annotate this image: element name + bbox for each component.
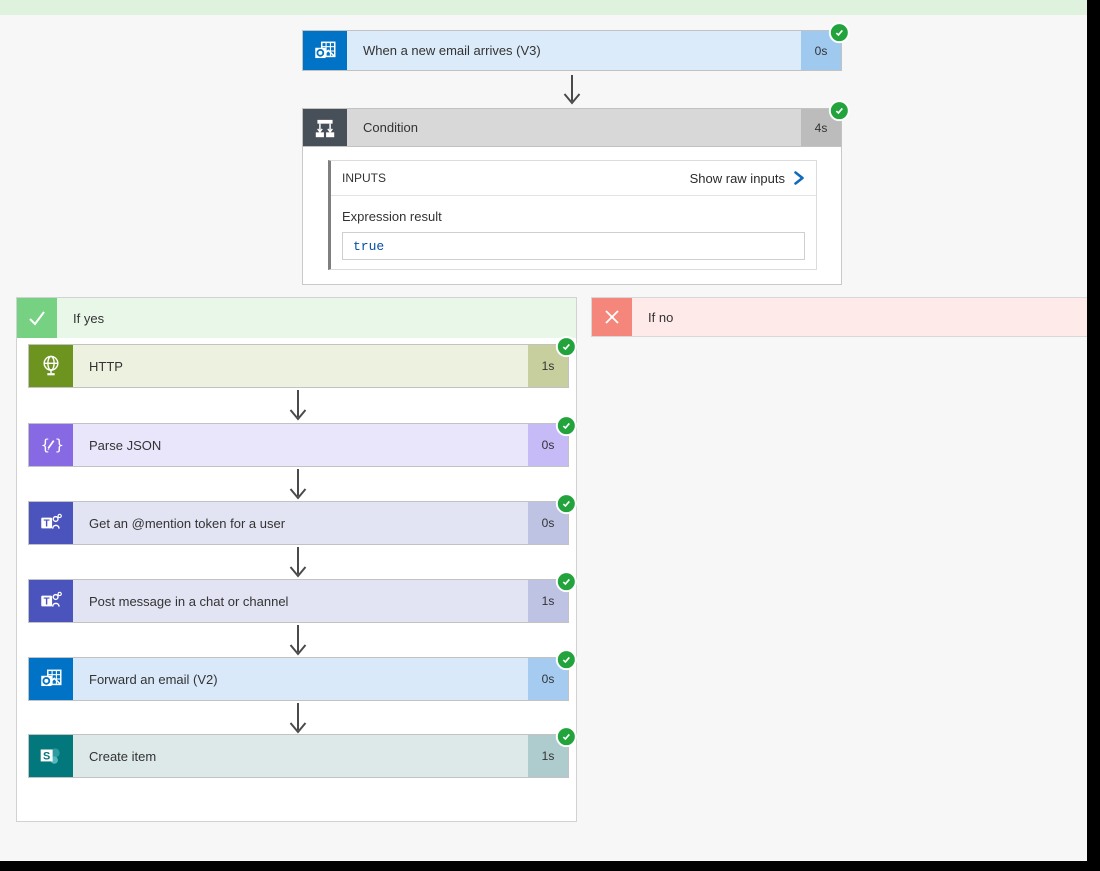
success-badge bbox=[555, 649, 577, 671]
x-icon bbox=[592, 298, 632, 336]
condition-header[interactable]: Condition 4s bbox=[302, 100, 850, 147]
condition-branch-icon bbox=[303, 109, 347, 146]
inputs-panel-header: INPUTS Show raw inputs bbox=[331, 161, 816, 196]
action-card-parse-json[interactable]: { } Parse JSON 0s bbox=[28, 415, 577, 467]
connector-arrow bbox=[289, 547, 307, 578]
condition-title: Condition bbox=[347, 109, 801, 146]
branch-if-no-header[interactable]: If no bbox=[591, 297, 1100, 337]
success-badge bbox=[555, 571, 577, 593]
show-raw-inputs-label: Show raw inputs bbox=[689, 170, 785, 186]
action-title: HTTP bbox=[73, 345, 528, 387]
success-badge bbox=[555, 726, 577, 748]
svg-text:T: T bbox=[44, 596, 50, 607]
action-card-get-mention-token[interactable]: T Get an @mention token for a user 0s bbox=[28, 493, 577, 545]
http-globe-icon bbox=[29, 345, 73, 387]
expression-result-value-box: true bbox=[342, 232, 805, 260]
branch-if-yes-label: If yes bbox=[73, 310, 105, 326]
trigger-card-when-new-email-arrives[interactable]: When a new email arrives (V3) 0s bbox=[302, 22, 850, 71]
outlook-icon bbox=[303, 31, 347, 70]
success-badge bbox=[828, 100, 850, 122]
svg-text:{: { bbox=[41, 436, 50, 454]
condition-body: INPUTS Show raw inputs Expression result… bbox=[302, 147, 842, 285]
svg-text:S: S bbox=[43, 750, 50, 762]
show-raw-inputs-link[interactable]: Show raw inputs bbox=[690, 171, 805, 186]
chevron-right-icon bbox=[794, 171, 804, 185]
bottom-black-bar bbox=[0, 861, 1100, 871]
connector-arrow bbox=[563, 75, 581, 105]
branch-if-no-label: If no bbox=[648, 309, 674, 325]
sharepoint-icon: S bbox=[29, 735, 73, 777]
action-card-http[interactable]: HTTP 1s bbox=[28, 336, 577, 388]
success-badge bbox=[555, 336, 577, 358]
teams-icon: T bbox=[29, 580, 73, 622]
svg-text:T: T bbox=[44, 518, 50, 529]
connector-arrow bbox=[289, 390, 307, 421]
check-icon bbox=[17, 298, 57, 338]
connector-arrow bbox=[289, 703, 307, 734]
action-card-post-message[interactable]: T Post message in a chat or channel 1s bbox=[28, 571, 577, 623]
connector-arrow bbox=[289, 469, 307, 500]
expression-result-label: Expression result bbox=[342, 209, 442, 224]
trigger-title: When a new email arrives (V3) bbox=[347, 31, 801, 70]
condition-card: Condition 4s INPUTS Show raw inputs Expr… bbox=[302, 100, 850, 285]
inputs-label: INPUTS bbox=[342, 171, 387, 185]
branch-if-yes-header[interactable]: If yes bbox=[17, 298, 576, 338]
teams-icon: T bbox=[29, 502, 73, 544]
expression-result-value: true bbox=[353, 238, 385, 254]
success-badge bbox=[555, 493, 577, 515]
connector-arrow bbox=[289, 625, 307, 656]
success-badge bbox=[555, 415, 577, 437]
right-black-bar bbox=[1087, 0, 1100, 871]
branch-if-yes-container: If yes HTTP 1s bbox=[16, 297, 577, 822]
action-title: Post message in a chat or channel bbox=[73, 580, 528, 622]
action-title: Parse JSON bbox=[73, 424, 528, 466]
action-title: Get an @mention token for a user bbox=[73, 502, 528, 544]
parse-json-icon: { } bbox=[29, 424, 73, 466]
success-badge bbox=[828, 22, 850, 44]
action-card-create-item[interactable]: S Create item 1s bbox=[28, 726, 577, 778]
outlook-icon bbox=[29, 658, 73, 700]
action-title: Create item bbox=[73, 735, 528, 777]
action-card-forward-email[interactable]: Forward an email (V2) 0s bbox=[28, 649, 577, 701]
action-title: Forward an email (V2) bbox=[73, 658, 528, 700]
top-strip bbox=[0, 0, 1087, 15]
inputs-panel: INPUTS Show raw inputs Expression result… bbox=[328, 160, 817, 270]
svg-text:}: } bbox=[55, 436, 64, 454]
